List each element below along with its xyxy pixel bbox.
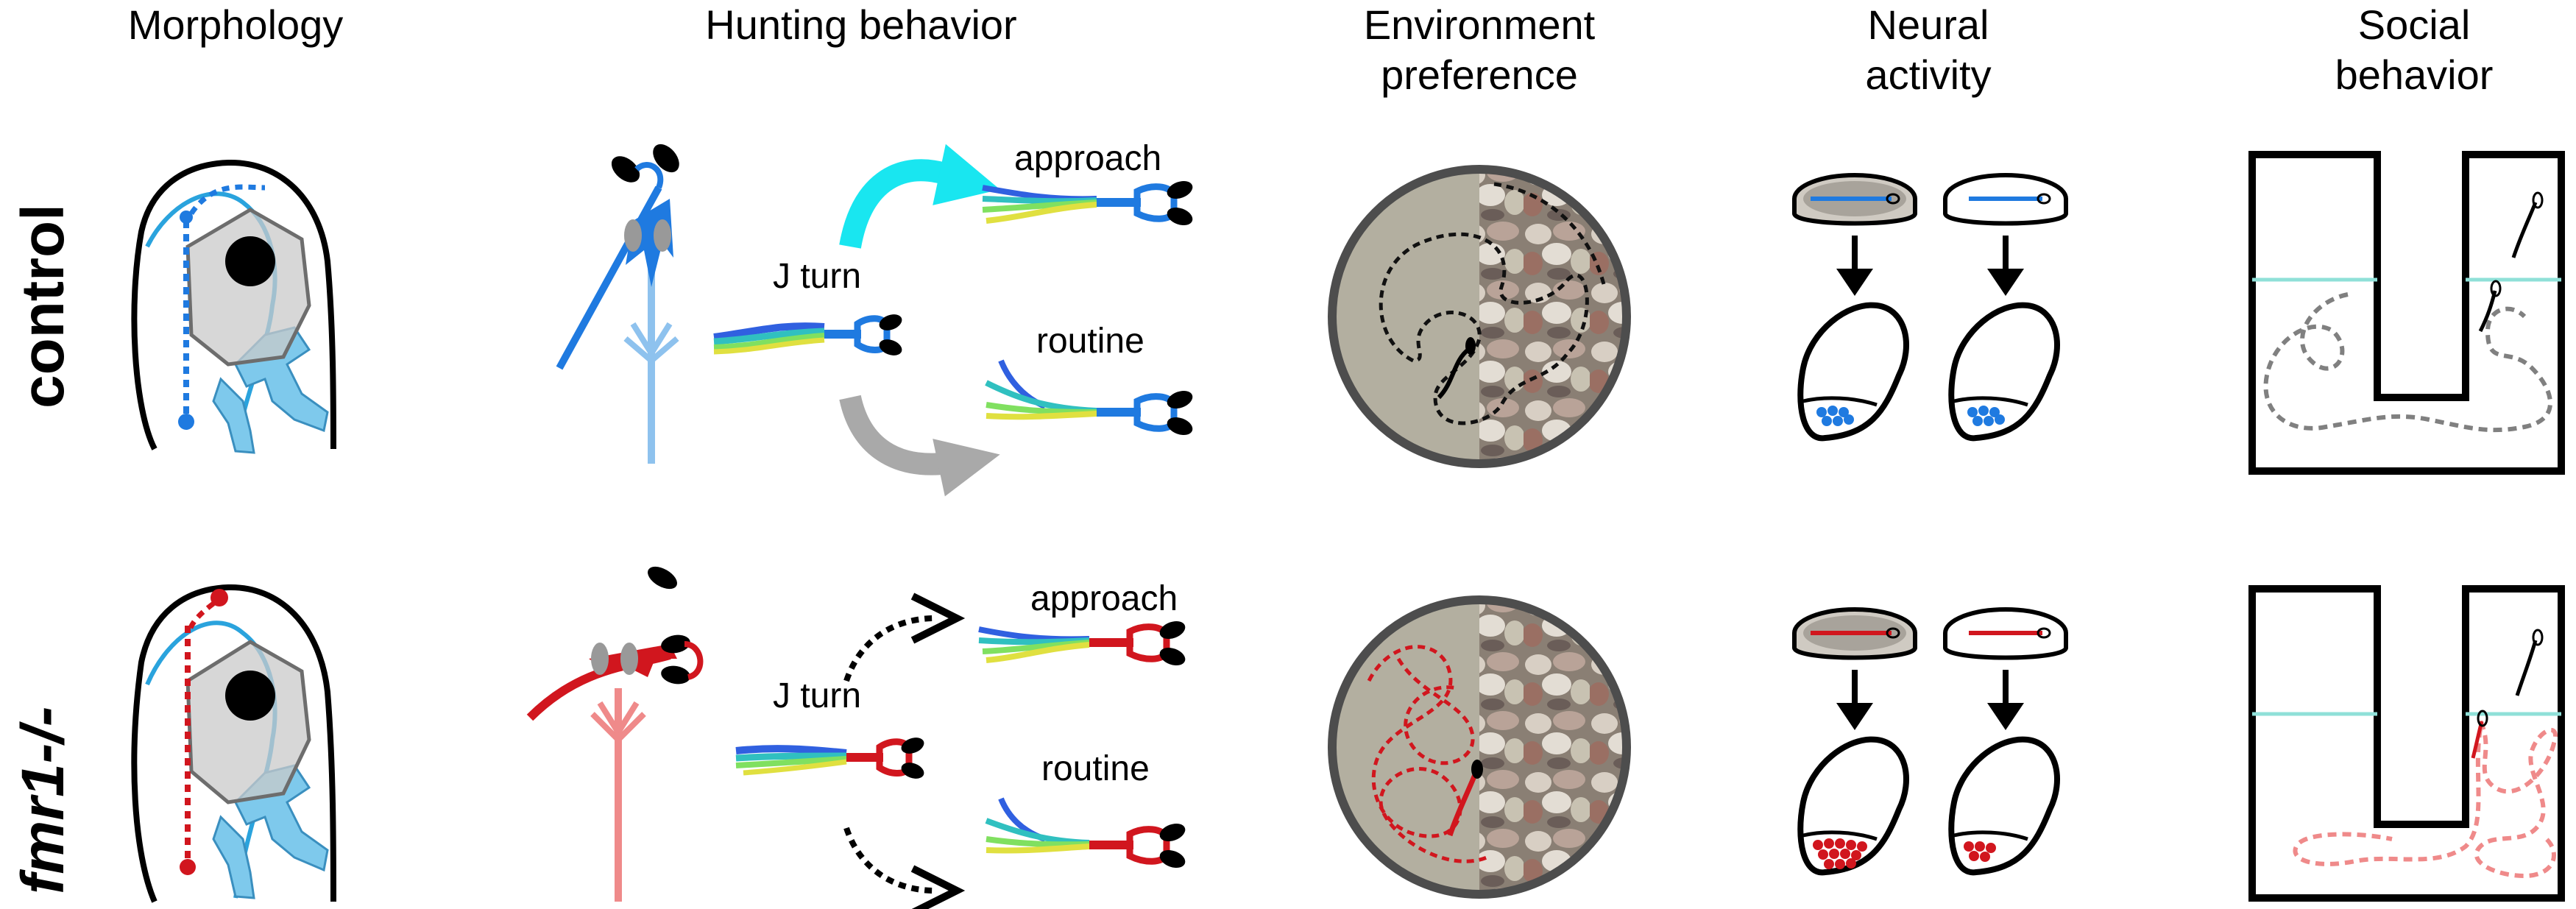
environment-mutant	[1328, 595, 1631, 899]
swim-trace	[1379, 232, 1589, 425]
head-outline	[131, 584, 336, 903]
larva-icon	[2511, 202, 2538, 258]
tank-outline	[2248, 585, 2565, 902]
row-label-fmr1: fmr1-/-	[10, 706, 77, 894]
neural-control	[1792, 173, 2068, 442]
swim-trace	[2263, 292, 2552, 433]
eye-icon	[901, 738, 924, 754]
larva-icon	[2515, 640, 2538, 696]
header-hunting-behavior: Hunting behavior	[705, 1, 1017, 48]
eye-icon	[661, 634, 690, 654]
eye-icon	[661, 665, 690, 685]
larva-icon	[2471, 721, 2484, 759]
environment-control	[1328, 165, 1631, 468]
morphology-mutant	[131, 584, 336, 903]
morphology-control	[131, 159, 336, 454]
larva-large	[526, 566, 704, 902]
head-outline	[131, 159, 336, 450]
arrow-to-routine	[839, 395, 944, 475]
social-mutant	[2248, 585, 2565, 902]
swim-trace	[1367, 645, 1487, 863]
routine-fish	[985, 359, 1193, 436]
header-neural-line1: Neural	[1867, 1, 1989, 48]
header-environment-line2: preference	[1381, 52, 1578, 98]
larva-icon	[1447, 771, 1479, 837]
header-social-line2: behavior	[2335, 52, 2494, 98]
header-neural-line2: activity	[1865, 52, 1992, 98]
eye-outline	[185, 208, 311, 367]
label-approach-mutant: approach	[1030, 579, 1178, 618]
hunting-mutant	[526, 566, 1186, 909]
hunting-control	[556, 144, 1193, 497]
arrow-to-routine	[843, 827, 935, 894]
eye-pupil-icon	[225, 671, 275, 721]
arrow-to-approach	[843, 615, 935, 682]
header-environment-line1: Environment	[1363, 1, 1596, 48]
routine-fish	[985, 797, 1186, 869]
header-morphology: Morphology	[127, 1, 344, 48]
eye-icon	[901, 763, 924, 779]
label-routine-mutant: routine	[1041, 749, 1150, 788]
larva-large	[556, 144, 679, 464]
neural-mutant	[1792, 607, 2068, 876]
approach-fish	[978, 620, 1186, 666]
label-jturn-control: J turn	[773, 257, 862, 296]
eye-icon	[653, 144, 679, 173]
header-social-behavior: Social behavior	[2282, 0, 2547, 100]
tank-outline	[2248, 151, 2565, 475]
brain-region	[1948, 736, 2060, 876]
eye-icon	[879, 314, 902, 330]
brain-region	[1948, 302, 2060, 442]
eye-icon	[611, 156, 640, 183]
eye-pupil-icon	[225, 236, 275, 286]
label-routine-control: routine	[1036, 322, 1144, 361]
approach-fish	[982, 180, 1193, 226]
brain-region	[1797, 302, 1909, 442]
header-environment-preference: Environment preference	[1288, 0, 1671, 100]
jturn-fish	[735, 738, 924, 779]
header-neural-activity: Neural activity	[1766, 0, 2090, 100]
social-control	[2248, 151, 2565, 475]
jturn-fish	[713, 314, 902, 356]
cartilage-lower	[212, 377, 255, 454]
label-approach-control: approach	[1014, 139, 1162, 178]
larva-icon	[1437, 347, 1470, 400]
header-social-line1: Social	[2357, 1, 2471, 48]
swim-trace	[2293, 720, 2558, 879]
row-label-control: control	[10, 204, 77, 408]
arrow-to-approach	[839, 159, 945, 249]
brain-region	[1797, 736, 1909, 876]
eye-icon	[879, 339, 902, 356]
label-jturn-mutant: J turn	[773, 676, 862, 715]
